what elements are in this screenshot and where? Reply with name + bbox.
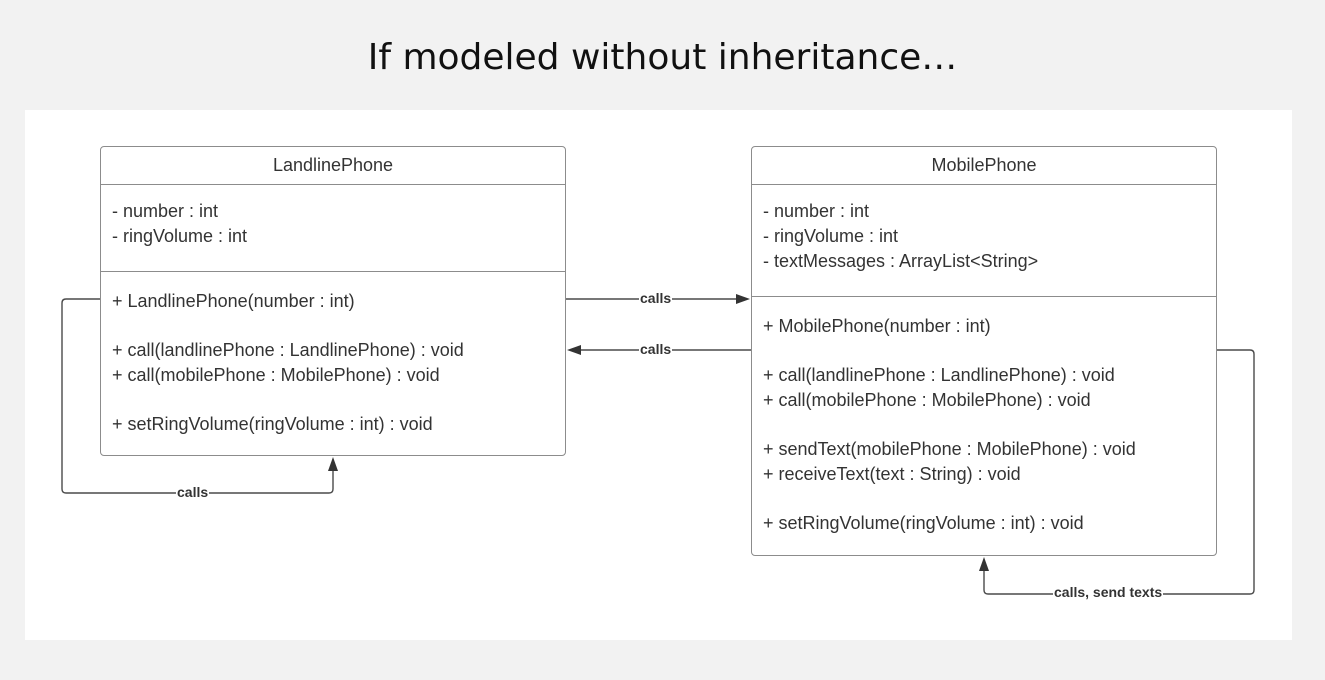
label-landline-to-mobile: calls [639,290,673,306]
mobile-phone-class-name: MobilePhone [752,147,1216,185]
arrow-head-landline-self [328,457,338,471]
label-mobile-self: calls, send texts [1053,584,1164,600]
class-member: + receiveText(text : String) : void [763,464,1021,484]
class-member: - number : int [112,201,219,221]
label-landline-self: calls [176,484,210,500]
landline-phone-class: LandlinePhone - number : int - ringVolume… [100,146,566,456]
class-member: + MobilePhone(number : int) [763,316,991,336]
class-member: + call(mobilePhone : MobilePhone) : void [112,365,440,385]
arrow-head-to-landline [567,345,581,355]
label-mobile-to-landline: calls [639,341,673,357]
slide-title: If modeled without inheritance… [367,37,958,78]
class-member: + LandlinePhone(number : int) [112,291,355,311]
landline-phone-attributes: - number : int - ringVolume : int [101,185,565,272]
mobile-phone-class: MobilePhone - number : int - ringVolume :… [751,146,1217,556]
class-member: - ringVolume : int [763,226,899,246]
class-member: + setRingVolume(ringVolume : int) : void [112,414,433,434]
landline-phone-class-name: LandlinePhone [101,147,565,185]
class-member: + call(landlinePhone : LandlinePhone) : … [763,365,1115,385]
edge-landline-self [61,298,334,494]
class-member: + sendText(mobilePhone : MobilePhone) : … [763,439,1136,459]
edge-mobile-self [983,349,1255,595]
class-member: - textMessages : ArrayList<String> [763,251,1039,271]
class-member: - number : int [763,201,870,221]
arrow-head-to-mobile [736,294,750,304]
class-member: + call(mobilePhone : MobilePhone) : void [763,390,1091,410]
mobile-phone-methods: + MobilePhone(number : int) + call(landli… [752,297,1216,536]
class-member: + call(landlinePhone : LandlinePhone) : … [112,340,464,360]
landline-phone-methods: + LandlinePhone(number : int) + call(land… [101,272,565,437]
arrow-head-mobile-self [979,557,989,571]
class-member: + setRingVolume(ringVolume : int) : void [763,513,1084,533]
mobile-phone-attributes: - number : int - ringVolume : int - textMe… [752,185,1216,297]
class-member: - ringVolume : int [112,226,248,246]
